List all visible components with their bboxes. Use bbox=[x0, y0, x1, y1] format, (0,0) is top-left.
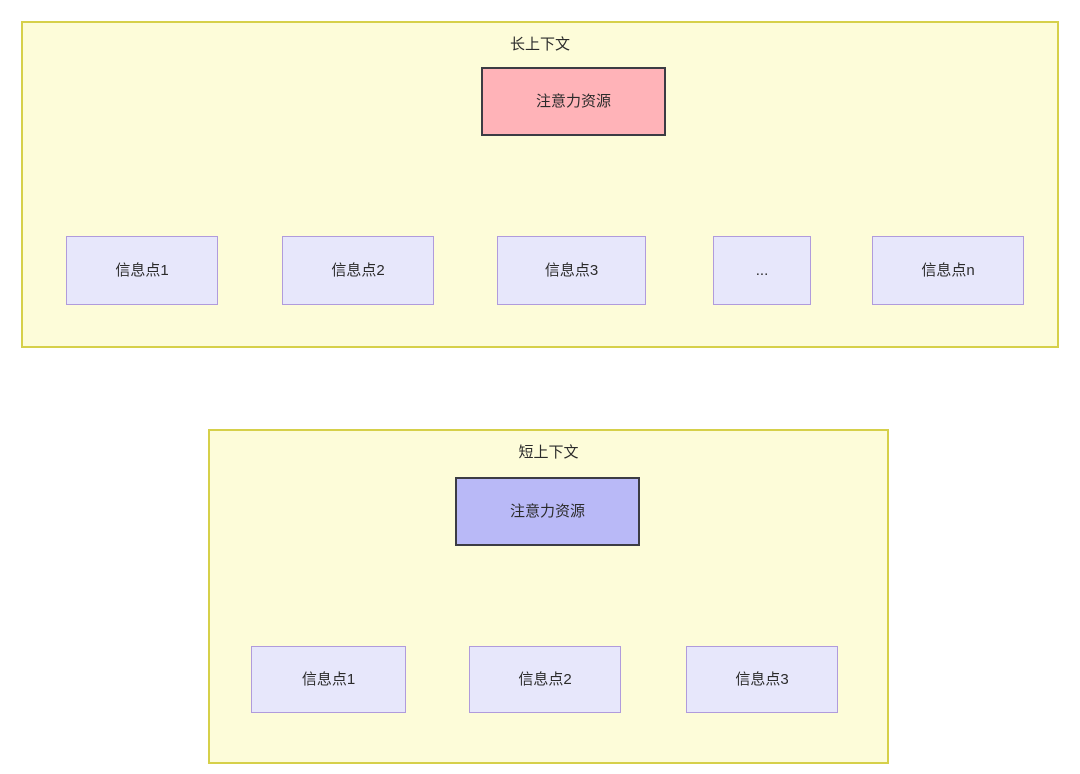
node-info-point-2-long[interactable]: 信息点2 bbox=[282, 236, 434, 305]
node-info-point-2-short[interactable]: 信息点2 bbox=[469, 646, 621, 713]
node-info-point-3-long[interactable]: 信息点3 bbox=[497, 236, 646, 305]
node-label: 信息点2 bbox=[331, 262, 385, 279]
node-label: 注意力资源 bbox=[509, 503, 585, 520]
group-short-context-title: 短上下文 bbox=[518, 444, 579, 461]
node-info-point-1-long[interactable]: 信息点1 bbox=[66, 236, 218, 305]
node-label: 信息点3 bbox=[544, 262, 599, 279]
node-label: 注意力资源 bbox=[535, 93, 611, 110]
node-label: ... bbox=[755, 262, 769, 279]
node-label: 信息点n bbox=[921, 262, 975, 279]
node-label: 信息点1 bbox=[115, 262, 169, 279]
node-label: 信息点1 bbox=[301, 671, 356, 688]
node-attention-resource-short[interactable]: 注意力资源 bbox=[455, 477, 640, 546]
node-label: 信息点2 bbox=[518, 671, 572, 688]
node-label: 信息点3 bbox=[735, 671, 789, 688]
node-info-point-ellipsis-long[interactable]: ... bbox=[713, 236, 811, 305]
node-info-point-1-short[interactable]: 信息点1 bbox=[251, 646, 406, 713]
group-long-context-title: 长上下文 bbox=[509, 36, 570, 53]
node-info-point-3-short[interactable]: 信息点3 bbox=[686, 646, 838, 713]
node-attention-resource-long[interactable]: 注意力资源 bbox=[481, 67, 666, 136]
node-info-point-n-long[interactable]: 信息点n bbox=[872, 236, 1024, 305]
